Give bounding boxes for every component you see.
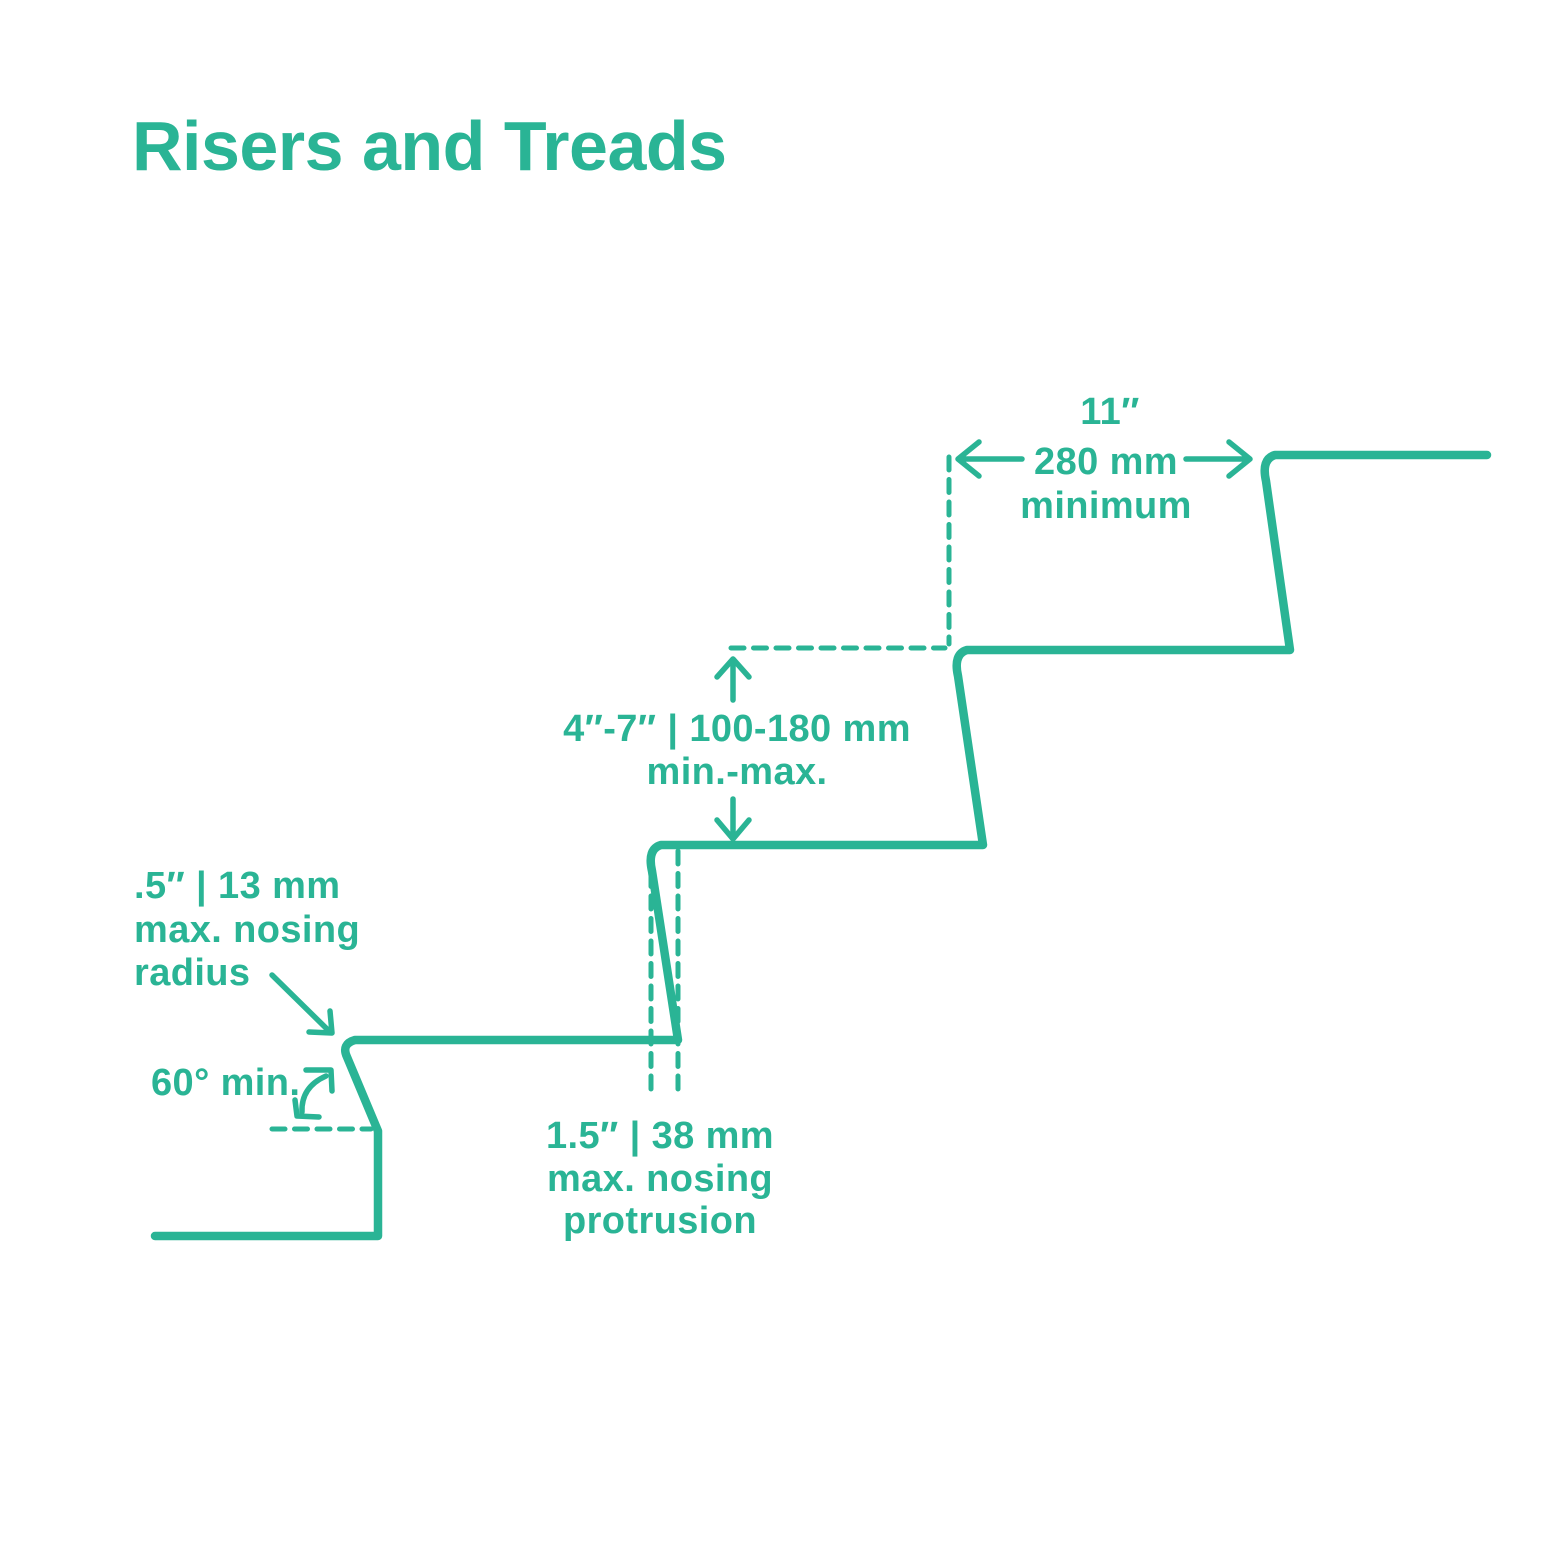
nosing-protrusion-value-label: 1.5″ | 38 mm	[546, 1115, 774, 1157]
tread-depth-inches-label: 11″	[1080, 391, 1140, 433]
stair-profile-line	[150, 450, 1492, 1241]
nosing-radius-pointer-arrow	[269, 972, 335, 1036]
riser-height-qualifier-label: min.-max.	[646, 751, 828, 793]
riser-height-down-arrow	[714, 796, 752, 842]
nosing-angle-label: 60° min.	[151, 1062, 301, 1104]
nosing-radius-value-label: .5″ | 13 mm	[134, 865, 341, 907]
tread-depth-metric-label: 280 mm	[1034, 441, 1178, 483]
tread-depth-right-arrow	[1183, 439, 1253, 479]
nosing-protrusion-line2-label: max. nosing	[546, 1158, 774, 1200]
angle-arc-arrow	[292, 1067, 335, 1120]
riser-height-up-arrow	[714, 656, 752, 703]
nosing-protrusion-line3-label: protrusion	[563, 1200, 757, 1242]
nosing-radius-line3-label: radius	[134, 952, 251, 994]
nosing-radius-line2-label: max. nosing	[134, 909, 361, 951]
tread-depth-qualifier-label: minimum	[1020, 485, 1192, 527]
tread-depth-left-arrow	[955, 439, 1025, 479]
page-title: Risers and Treads	[132, 106, 727, 185]
riser-height-range-label: 4″-7″ | 100-180 mm	[563, 708, 911, 750]
